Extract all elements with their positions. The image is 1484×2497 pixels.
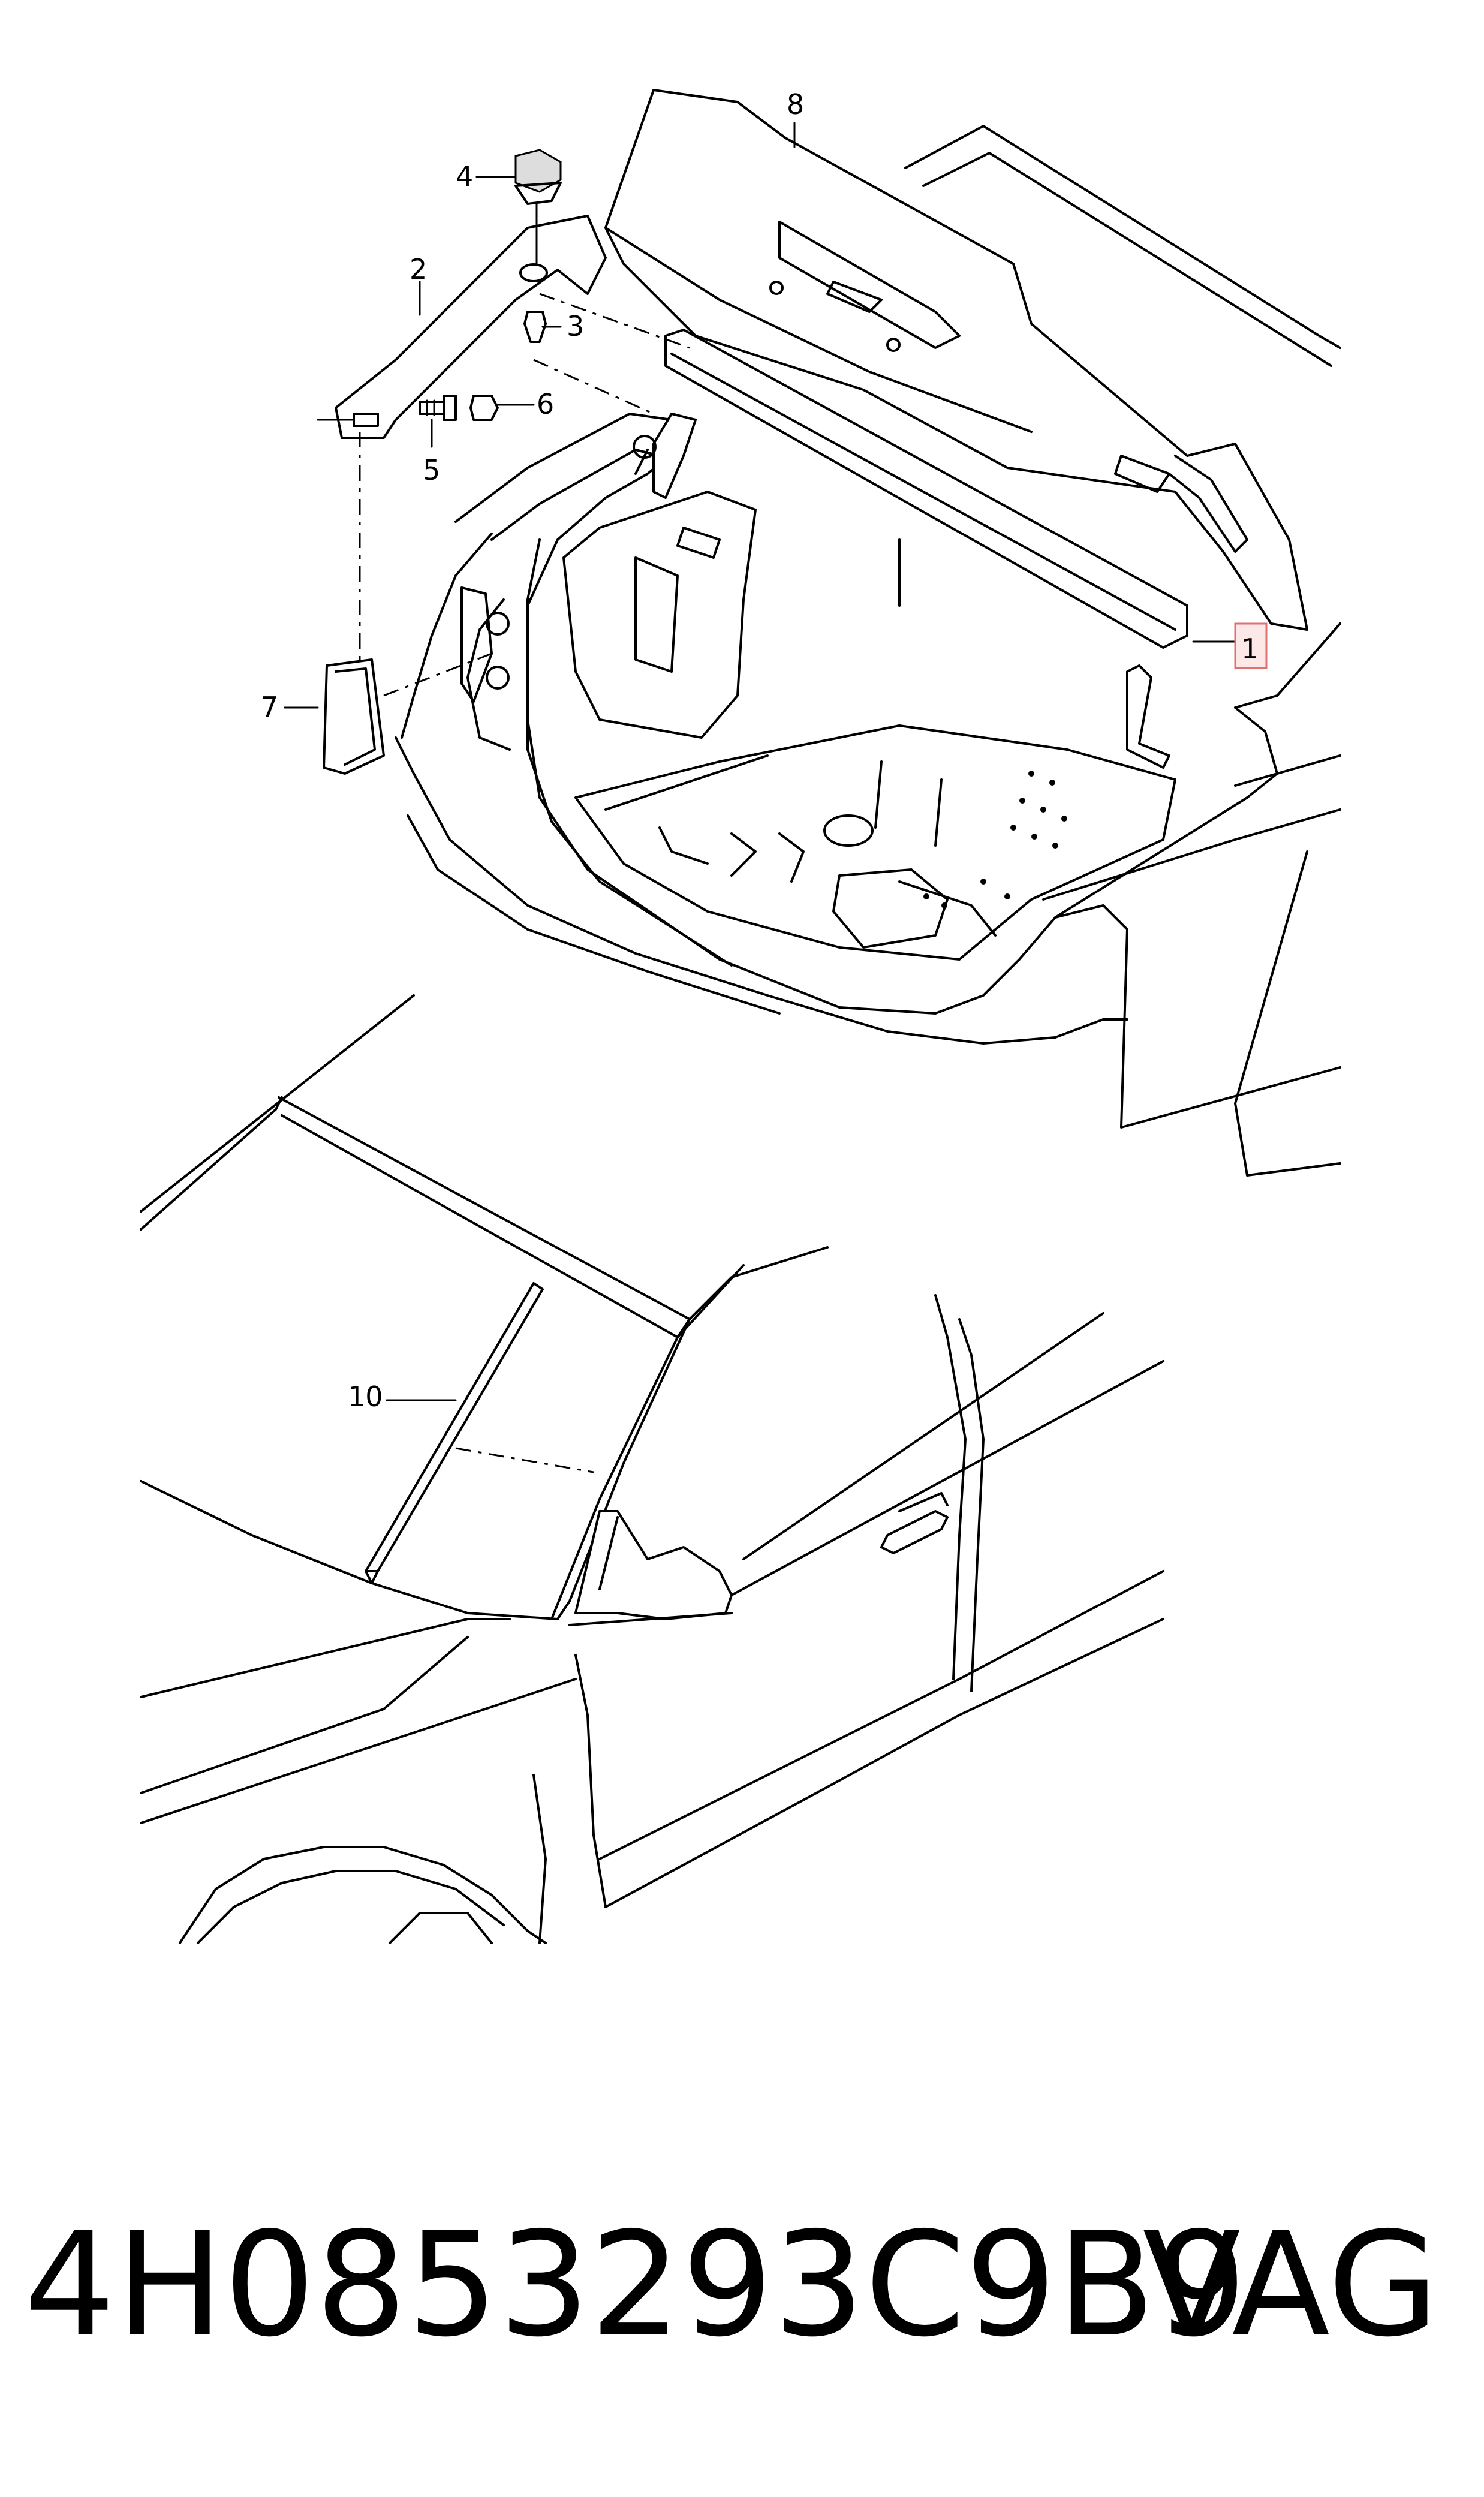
callout-1-highlight (1234, 622, 1268, 669)
callout-10: 10 (348, 1380, 383, 1413)
side-mirror (574, 1510, 733, 1620)
callout-labels: 1 2 3 4 5 6 7 8 10 (261, 88, 1268, 1413)
part-7-cover (323, 658, 385, 775)
part-number: 4H0853293C9B9 (24, 2201, 1247, 2369)
trunk-assembly-drawing (395, 89, 1341, 1177)
callout-4: 4 (456, 160, 473, 192)
callout-3: 3 (567, 310, 584, 342)
callout-1: 1 (1241, 633, 1259, 665)
part-4-nut (514, 149, 562, 265)
door-handle (880, 1510, 949, 1554)
brand-name: VAG (1142, 2201, 1439, 2369)
part-3-clip (523, 311, 547, 343)
callout-6: 6 (537, 388, 554, 420)
callout-8: 8 (787, 88, 804, 121)
part-6-clip (469, 395, 499, 421)
callout-7: 7 (261, 691, 278, 723)
front-car-drawing (140, 994, 1164, 1944)
callout-5: 5 (423, 454, 440, 486)
part-5-screw (419, 395, 457, 421)
callout-2: 2 (410, 253, 427, 285)
exploded-parts (284, 122, 1236, 775)
part-10-wiper (365, 1282, 544, 1572)
footer: 4H0853293C9B9 VAG (24, 2195, 1463, 2375)
floor-holes (923, 771, 1067, 908)
